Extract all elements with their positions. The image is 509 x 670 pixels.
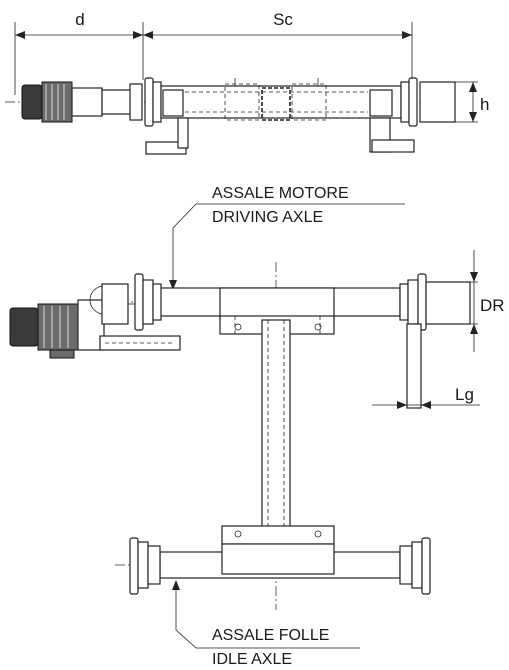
plan-motor-icon bbox=[9, 307, 39, 347]
plan-reducer-icon bbox=[101, 283, 129, 325]
idle-axle-label-it: ASSALE FOLLE bbox=[212, 627, 329, 644]
idle-wheel-left-icon bbox=[137, 541, 149, 589]
arrow-icon bbox=[169, 280, 177, 290]
idle-wheel-left-hub-icon bbox=[147, 545, 161, 585]
dimension-dr-label: DR bbox=[480, 296, 505, 315]
drive-wheel-left-outer-icon bbox=[134, 273, 144, 331]
idle-saddle-flange bbox=[221, 525, 335, 545]
end-block-left bbox=[162, 89, 184, 117]
idle-saddle-plate bbox=[221, 543, 335, 575]
arrow-icon bbox=[172, 580, 180, 590]
idle-wheel-right-hub-icon bbox=[399, 545, 413, 585]
driving-axle-label-en: DRIVING AXLE bbox=[212, 209, 323, 226]
drive-wheel-right-outer-icon bbox=[417, 273, 427, 331]
idle-axle-label-en: IDLE AXLE bbox=[212, 651, 292, 668]
hidden-plate bbox=[291, 83, 327, 121]
driving-axle-callout: ASSALE MOTORE DRIVING AXLE bbox=[169, 185, 405, 290]
arrow-icon bbox=[469, 112, 477, 122]
drive-wheel-right-icon bbox=[407, 279, 419, 325]
leg-left bbox=[177, 117, 189, 149]
dimension-h-label: h bbox=[480, 95, 489, 114]
coupling-icon bbox=[101, 89, 133, 115]
top-view: d Sc bbox=[5, 10, 489, 155]
idle-axle-leader bbox=[175, 590, 360, 649]
arrow-icon bbox=[469, 82, 477, 92]
dimension-d-label: d bbox=[75, 10, 84, 29]
idle-axle-callout: ASSALE FOLLE IDLE AXLE bbox=[172, 580, 360, 668]
idle-wheel-right-icon bbox=[411, 541, 423, 589]
arrow-icon bbox=[470, 324, 478, 334]
end-block-right bbox=[369, 89, 393, 117]
dimension-sc-label: Sc bbox=[273, 10, 293, 29]
dimension-lg-label: Lg bbox=[455, 385, 474, 404]
arrow-icon bbox=[421, 401, 431, 409]
hidden-plate bbox=[224, 83, 260, 121]
drive-wheel-left-hub-icon bbox=[152, 283, 162, 321]
arrow-icon bbox=[15, 31, 25, 39]
driving-axle-label-it: ASSALE MOTORE bbox=[212, 185, 349, 202]
right-end-cap-plan bbox=[425, 281, 471, 325]
arrow-icon bbox=[402, 31, 412, 39]
wheel-left-icon bbox=[144, 77, 154, 127]
drive-wheel-left-icon bbox=[142, 279, 154, 325]
top-beam bbox=[160, 85, 402, 119]
flange-icon bbox=[129, 83, 143, 121]
terminal-box-icon bbox=[49, 349, 75, 359]
foot-right bbox=[371, 139, 415, 153]
bolt-icon bbox=[314, 323, 322, 331]
saddle-plate-top bbox=[219, 287, 335, 321]
idle-wheel-right-outer-icon bbox=[421, 537, 431, 595]
wheel-right-icon bbox=[408, 77, 418, 127]
wheel-left-hub-icon bbox=[152, 81, 162, 123]
center-box bbox=[261, 87, 291, 121]
bracket-leg bbox=[406, 323, 422, 409]
driving-axle-leader bbox=[172, 203, 405, 285]
idle-wheel-left-outer-icon bbox=[129, 537, 139, 595]
right-end-cap bbox=[419, 81, 456, 123]
drive-wheel-right-hub-icon bbox=[399, 283, 409, 321]
plan-view: DR Lg bbox=[9, 250, 505, 610]
arrow-icon bbox=[143, 31, 153, 39]
arrow-icon bbox=[133, 31, 143, 39]
motor-icon bbox=[21, 84, 43, 120]
center-spine bbox=[261, 319, 291, 531]
bolt-icon bbox=[314, 530, 322, 538]
arrow-icon bbox=[470, 272, 478, 282]
gearbox-icon bbox=[71, 87, 103, 117]
bolt-icon bbox=[234, 530, 242, 538]
arrow-icon bbox=[397, 401, 407, 409]
wheel-right-hub-icon bbox=[400, 81, 410, 123]
motor-body-icon bbox=[41, 81, 73, 123]
